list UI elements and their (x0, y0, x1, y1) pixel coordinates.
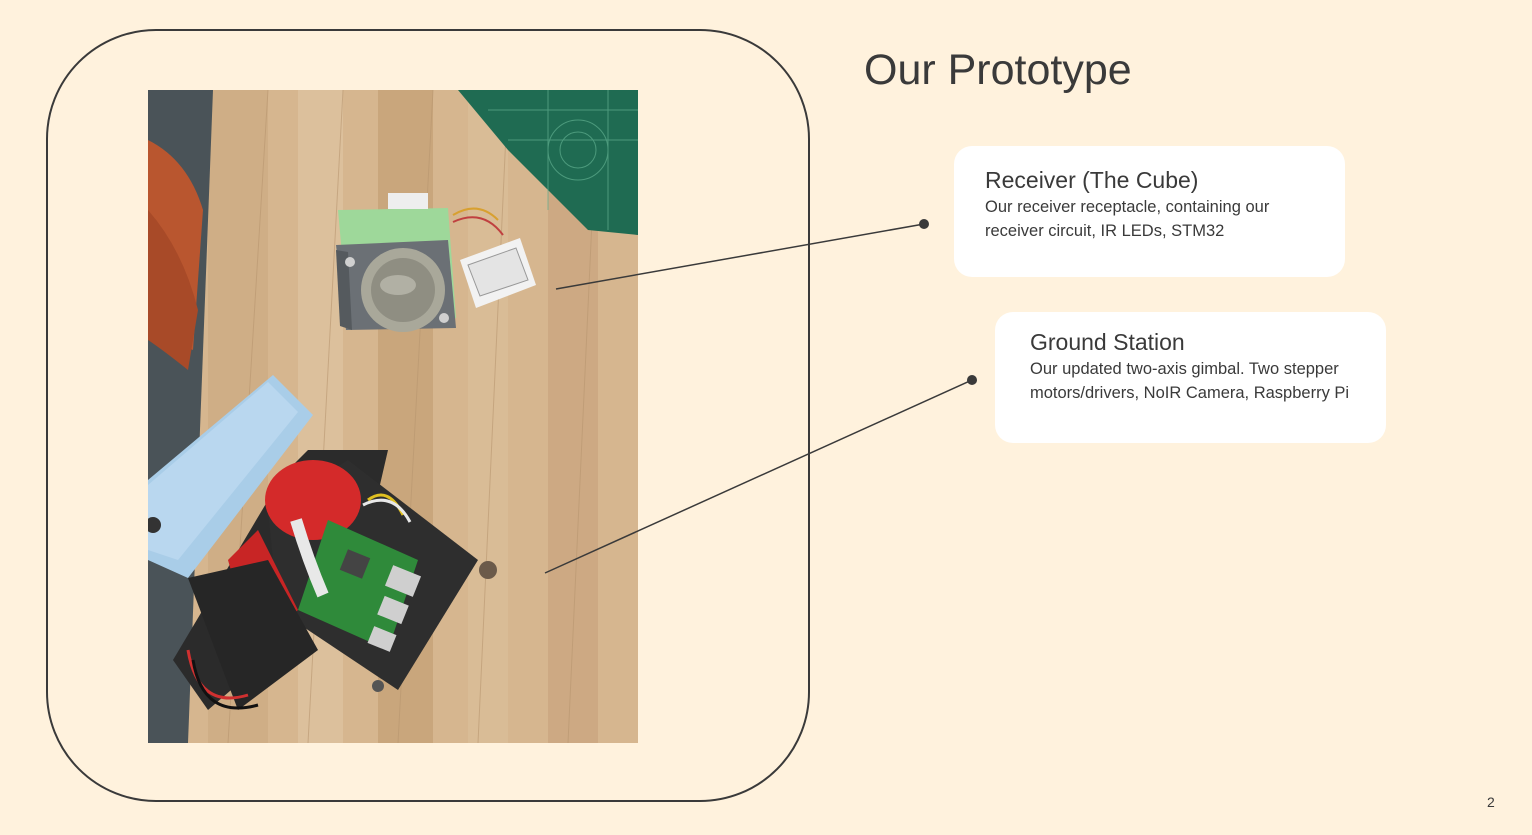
ground-station-callout-body: Our updated two-axis gimbal. Two stepper… (1030, 360, 1350, 402)
ground-station-connector-dot (967, 375, 977, 385)
ground-station-callout-card: Ground Station Our updated two-axis gimb… (995, 312, 1386, 443)
prototype-photo (148, 90, 638, 743)
page-number: 2 (1487, 794, 1495, 810)
receiver-connector-dot (919, 219, 929, 229)
receiver-callout-body: Our receiver receptacle, containing our … (985, 198, 1270, 240)
slide-title: Our Prototype (864, 46, 1132, 94)
receiver-callout-heading: Receiver (The Cube) (985, 167, 1199, 193)
receiver-callout-card: Receiver (The Cube) Our receiver recepta… (954, 146, 1345, 277)
ground-station-callout-heading: Ground Station (1030, 329, 1185, 355)
